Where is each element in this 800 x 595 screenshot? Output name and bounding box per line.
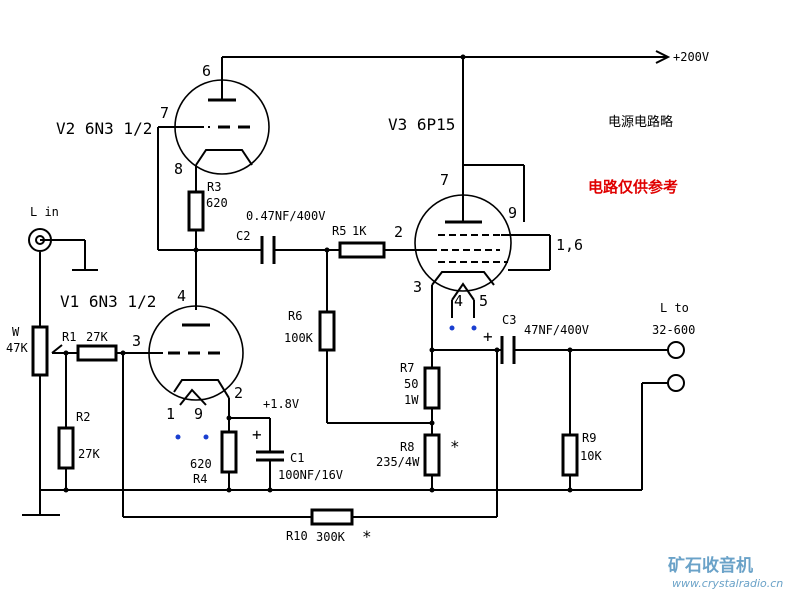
r2-value: 27K	[78, 447, 100, 461]
capacitor-c2	[260, 236, 276, 264]
r3-value: 620	[206, 196, 228, 210]
c3-name: C3	[502, 313, 516, 327]
w-value: 47K	[6, 341, 28, 355]
c3-value: 47NF/400V	[524, 323, 589, 337]
c2-name: C2	[236, 229, 250, 243]
c1-value: 100NF/16V	[278, 468, 343, 482]
r8-name: R8	[400, 440, 414, 454]
v2-pin-plate: 6	[202, 62, 211, 80]
reference-note: 电路仅供参考	[588, 178, 678, 196]
r5-name: R5	[332, 224, 346, 238]
r10-mark: *	[362, 527, 372, 546]
v3-pin-plate: 7	[440, 171, 449, 189]
r9-value: 10K	[580, 449, 602, 463]
c1-polarity: +	[252, 425, 262, 444]
capacitor-c1	[256, 450, 284, 462]
r2-name: R2	[76, 410, 90, 424]
r6-value: 100K	[284, 331, 314, 345]
input-label: L in	[30, 205, 59, 219]
r7-power: 1W	[404, 393, 419, 407]
r4-value: 620	[190, 457, 212, 471]
resistor-r9	[561, 433, 579, 477]
r10-name: R10	[286, 529, 308, 543]
tube-v3	[414, 194, 512, 331]
output-label: L to	[660, 301, 689, 315]
resistor-r1	[76, 344, 118, 362]
tube-v2	[174, 79, 270, 175]
v2-pin-cathode: 8	[174, 160, 183, 178]
r7-value: 50	[404, 377, 418, 391]
r5-value: 1K	[352, 224, 367, 238]
v3-pin-screen: 9	[508, 204, 517, 222]
junction-dots	[63, 54, 573, 493]
r8-mark: *	[450, 437, 460, 456]
v1-pin-cathode: 2	[234, 384, 243, 402]
v1-pin-heater-a: 1	[166, 405, 175, 423]
v3-pin-k: 3	[413, 278, 422, 296]
tube-v1	[148, 305, 244, 440]
v2-pin-grid: 7	[160, 104, 169, 122]
r1-value: 27K	[86, 330, 108, 344]
resistor-r6	[318, 310, 336, 352]
output-jack-lower-icon	[667, 374, 685, 392]
v3-pin-cathode-g3: 1,6	[556, 236, 583, 254]
wires	[22, 56, 668, 518]
v1-label: V1 6N3 1/2	[60, 292, 156, 311]
output-jack-upper-icon	[667, 341, 685, 359]
watermark-name: 矿石收音机	[668, 555, 753, 576]
v3-pin-heater-b: 5	[479, 292, 488, 310]
r10-value: 300K	[316, 530, 346, 544]
r6-name: R6	[288, 309, 302, 323]
v2-label: V2 6N3 1/2	[56, 119, 152, 138]
resistor-r10	[310, 508, 354, 526]
resistor-r7	[423, 366, 441, 410]
c1-voltage-tag: +1.8V	[263, 397, 299, 411]
power-note: 电源电路略	[608, 114, 673, 130]
r7-name: R7	[400, 361, 414, 375]
resistor-r5	[338, 241, 386, 259]
r9-name: R9	[582, 431, 596, 445]
v1-pin-grid: 3	[132, 332, 141, 350]
r3-name: R3	[207, 180, 221, 194]
v3-pin-grid: 2	[394, 223, 403, 241]
resistor-w	[31, 325, 49, 377]
output-range: 32-600	[652, 323, 695, 337]
r1-name: R1	[62, 330, 76, 344]
c1-name: C1	[290, 451, 304, 465]
v3-label: V3 6P15	[388, 115, 455, 134]
w-name: W	[12, 325, 20, 339]
v3-pin-heater-a: 4	[454, 292, 463, 310]
watermark-url: www.crystalradio.cn	[672, 577, 783, 590]
resistor-r8	[423, 433, 441, 477]
input-jack-icon	[28, 228, 52, 252]
resistor-r2	[57, 426, 75, 470]
c2-value: 0.47NF/400V	[246, 209, 325, 223]
v1-pin-heater-b: 9	[194, 405, 203, 423]
r8-value: 235/4W	[376, 455, 420, 469]
supply-arrow-icon	[655, 50, 671, 64]
capacitor-c3	[500, 336, 516, 364]
supply-voltage-label: +200V	[673, 50, 709, 64]
v1-pin-plate: 4	[177, 287, 186, 305]
c3-polarity: +	[483, 327, 493, 346]
resistor-r4	[220, 430, 238, 474]
r4-name: R4	[193, 472, 207, 486]
resistor-r3	[187, 190, 205, 232]
